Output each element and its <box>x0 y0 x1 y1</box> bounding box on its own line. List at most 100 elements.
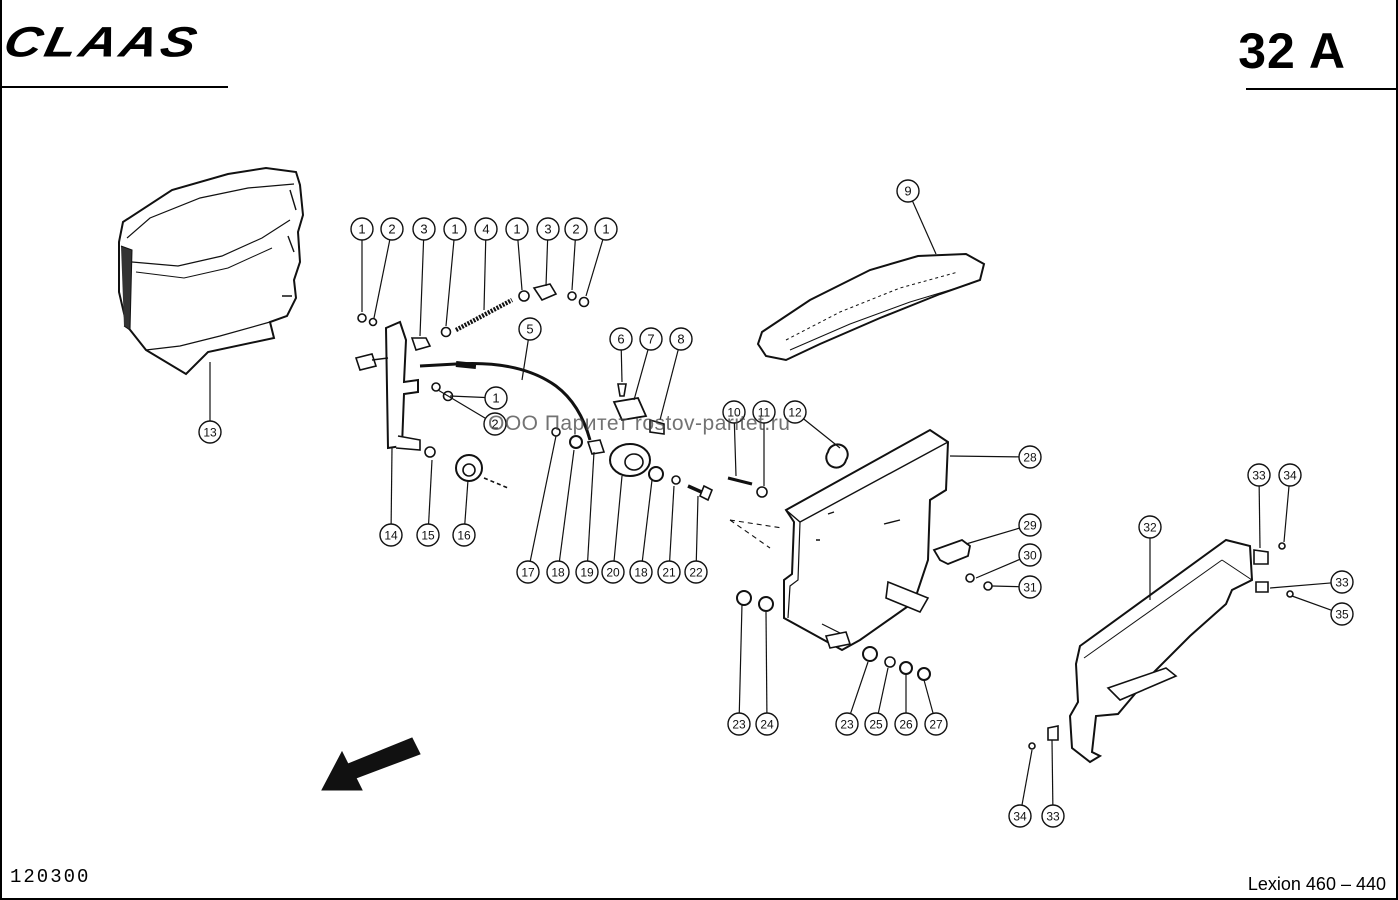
callout-number: 31 <box>1023 581 1037 595</box>
callout-circle <box>657 560 681 584</box>
leader-c-5 <box>521 339 529 381</box>
part-13-side-cover <box>118 166 305 376</box>
frame-left <box>0 0 2 900</box>
callout-circle <box>518 317 542 341</box>
part-32-side-panel <box>1028 538 1294 764</box>
leader-c-3a <box>419 239 425 337</box>
callout-circle <box>894 712 918 736</box>
callout-c-15: 15 <box>416 523 440 547</box>
callout-number: 20 <box>606 566 620 580</box>
callout-number: 15 <box>421 529 435 543</box>
callout-circle <box>684 560 708 584</box>
callout-c-2b: 2 <box>564 217 588 241</box>
callout-number: 2 <box>388 222 395 237</box>
callout-circle <box>1138 515 1162 539</box>
callout-number: 23 <box>840 718 854 732</box>
callout-c-2a: 2 <box>380 217 404 241</box>
leader-c-33a <box>1258 485 1261 549</box>
callout-number: 6 <box>617 332 624 347</box>
callout-c-14: 14 <box>379 523 403 547</box>
leader-c-33c <box>1051 739 1054 806</box>
callout-c-22: 22 <box>684 560 708 584</box>
callout-number: 18 <box>634 566 648 580</box>
leader-c-8 <box>659 349 679 421</box>
leader-c-15 <box>427 459 433 525</box>
callout-c-12: 12 <box>783 400 807 424</box>
logo-underline <box>0 86 228 88</box>
callout-number: 9 <box>904 184 911 199</box>
callout-circle <box>564 217 588 241</box>
callout-number: 4 <box>482 222 489 237</box>
leader-c-21 <box>669 485 675 562</box>
callout-circle <box>350 217 374 241</box>
callout-number: 2 <box>491 417 498 432</box>
callout-circle <box>755 712 779 736</box>
leader-lines <box>209 200 1332 806</box>
callout-c-18b: 18 <box>629 560 653 584</box>
model-label: Lexion 460 – 440 <box>1247 874 1386 894</box>
leader-c-1b <box>445 239 455 327</box>
callout-number: 17 <box>521 566 535 580</box>
callout-c-35: 35 <box>1330 602 1354 626</box>
leader-c-33b <box>1269 582 1332 589</box>
callout-number: 23 <box>732 718 746 732</box>
callout-c-33a: 33 <box>1247 463 1271 487</box>
callout-number: 12 <box>788 406 802 420</box>
leader-c-2c <box>437 389 486 419</box>
callout-circle <box>483 412 507 436</box>
callout-circle <box>639 327 663 351</box>
callout-number: 24 <box>760 718 774 732</box>
callout-c-1a: 1 <box>350 217 374 241</box>
callout-circle <box>516 560 540 584</box>
callout-number: 7 <box>647 332 654 347</box>
leader-c-23b <box>849 661 869 714</box>
callout-number: 19 <box>580 566 594 580</box>
leader-c-17 <box>529 435 557 562</box>
callout-circle <box>924 712 948 736</box>
callout-number: 1 <box>492 391 499 406</box>
callout-c-34a: 34 <box>1278 463 1302 487</box>
callout-c-4: 4 <box>474 217 498 241</box>
callout-number: 35 <box>1335 608 1349 622</box>
callout-circle <box>1330 570 1354 594</box>
callout-c-21: 21 <box>657 560 681 584</box>
leader-c-19 <box>587 451 595 562</box>
callout-circle <box>722 400 746 424</box>
callout-number: 18 <box>551 566 565 580</box>
leader-c-27 <box>923 679 934 714</box>
callout-circle <box>1247 463 1271 487</box>
callout-c-2c: 2 <box>483 412 507 436</box>
part-9-armrest <box>756 252 986 362</box>
drawing-number: 120300 <box>10 866 91 888</box>
direction-arrow <box>321 737 421 791</box>
callout-number: 28 <box>1023 451 1037 465</box>
callout-c-7: 7 <box>639 327 663 351</box>
leader-c-31 <box>991 585 1020 588</box>
callout-circle <box>474 217 498 241</box>
leader-c-16 <box>464 479 469 525</box>
callout-number: 3 <box>420 222 427 237</box>
callout-number: 33 <box>1252 469 1266 483</box>
callout-c-29: 29 <box>1018 513 1042 537</box>
leader-c-6 <box>620 349 623 383</box>
callout-number: 29 <box>1023 519 1037 533</box>
callout-circle <box>1018 575 1042 599</box>
leader-c-24 <box>765 611 768 714</box>
callout-c-5: 5 <box>518 317 542 341</box>
callout-c-23b: 23 <box>835 712 859 736</box>
callout-number: 1 <box>358 222 365 237</box>
leader-c-1c <box>517 239 523 291</box>
callout-c-20: 20 <box>601 560 625 584</box>
frame-right <box>1396 0 1398 900</box>
callout-circle <box>452 523 476 547</box>
callout-circle <box>594 217 618 241</box>
leader-c-28 <box>949 455 1020 458</box>
leader-c-18b <box>641 479 653 562</box>
callout-c-34b: 34 <box>1008 804 1032 828</box>
callout-circle <box>546 560 570 584</box>
callout-circle <box>629 560 653 584</box>
leader-c-23a <box>738 603 743 714</box>
